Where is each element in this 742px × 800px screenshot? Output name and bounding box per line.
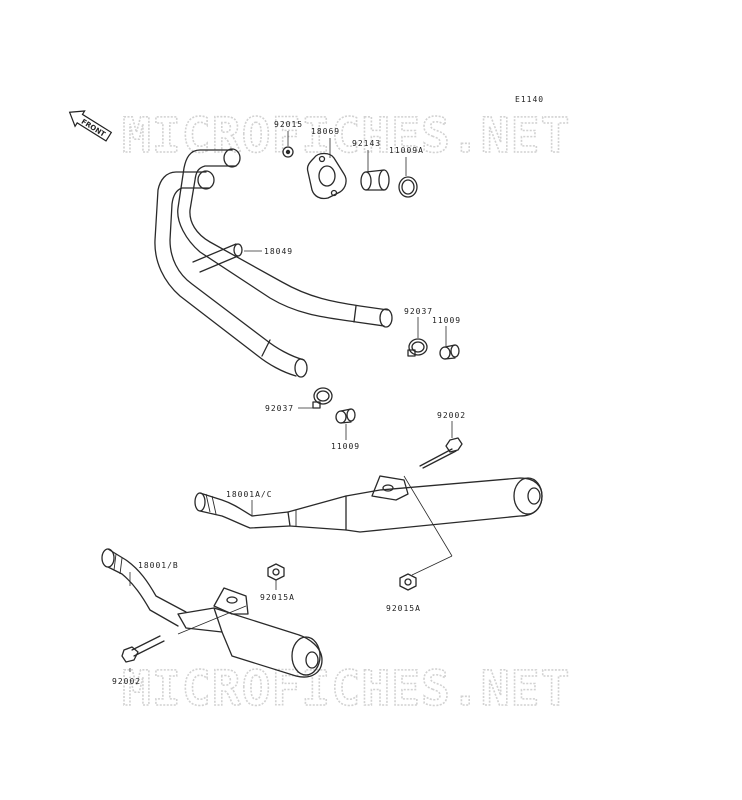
label-92143: 92143 [352,139,381,148]
muffler-18001ac [194,475,543,533]
gasket-11009a [398,176,418,198]
label-92002-bottom: 92002 [112,677,141,686]
label-92037-bottom: 92037 [265,404,294,413]
label-92002-top: 92002 [437,411,466,420]
nut-92015a-left [267,563,285,581]
muffler-18001b [101,548,323,678]
diagram-code: E1140 [515,95,544,104]
label-92015: 92015 [274,120,303,129]
bolt-92002-top [419,437,463,469]
leader-lines [129,131,453,672]
label-11009a: 11009A [389,146,424,155]
front-arrow-icon: FRONT [68,110,113,142]
label-18001ac: 18001A/C [226,490,273,499]
nut-92015 [282,146,294,158]
label-11009-bottom: 11009 [331,442,360,451]
collar-92143 [360,169,390,191]
header-pipe-18049 [154,148,393,378]
bolt-92002-bottom [121,635,165,663]
label-92015a-right: 92015A [386,604,421,613]
label-18001b: 18001/B [138,561,179,570]
label-92037-top: 92037 [404,307,433,316]
label-92015a-left: 92015A [260,593,295,602]
label-18049: 18049 [264,247,293,256]
gasket-11009-bottom [335,408,356,424]
watermark-bottom: MICROFICHES.NET [122,661,570,717]
label-18069: 18069 [311,127,340,136]
nut-92015a-right [399,573,417,591]
clamp-92037-bottom [312,387,333,409]
watermark-top: MICROFICHES.NET [122,108,570,164]
gasket-11009-top [439,344,460,360]
clamp-92037-top [407,338,428,357]
label-11009-top: 11009 [432,316,461,325]
